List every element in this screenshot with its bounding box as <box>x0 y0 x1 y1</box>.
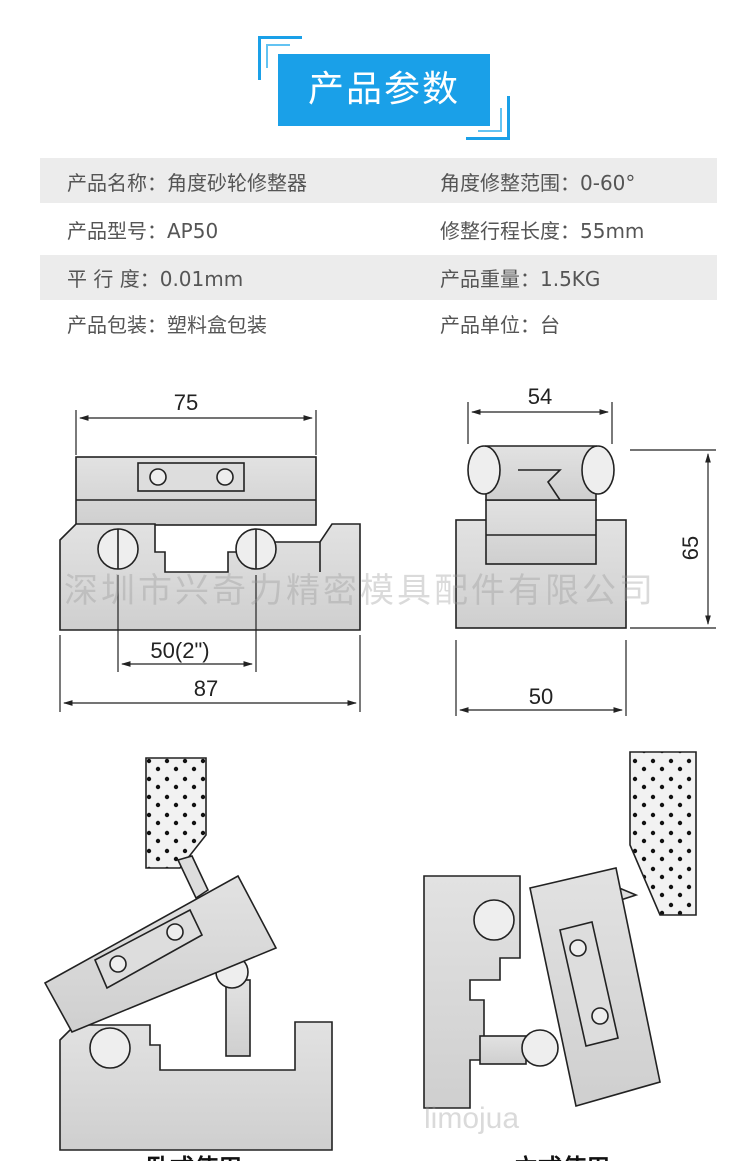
caption-horizontal-usage: 卧式使用 <box>146 1148 242 1161</box>
spec-parallelism: 平 行 度：0.01mm <box>67 267 244 291</box>
title-corner-decoration <box>258 36 302 80</box>
spec-row: 产品型号：AP50 修整行程长度：55mm <box>40 203 717 255</box>
spec-angle-range: 角度修整范围：0-60° <box>440 171 636 195</box>
dim-side-height: 65 <box>678 536 703 560</box>
spec-packaging: 产品包装：塑料盒包装 <box>67 313 267 337</box>
spec-row: 产品包装：塑料盒包装 产品单位：台 <box>40 300 717 344</box>
dim-front-base-width: 87 <box>194 676 218 701</box>
watermark: 深圳市兴奇力精密模具配件有限公司 <box>64 571 656 611</box>
front-view-drawing <box>59 456 361 631</box>
spec-weight: 产品重量：1.5KG <box>440 267 601 291</box>
spec-row: 产品名称：角度砂轮修整器 角度修整范围：0-60° <box>40 158 717 203</box>
side-view-drawing <box>455 445 627 629</box>
watermark: limojua <box>424 1102 520 1135</box>
spec-unit: 产品单位：台 <box>440 313 560 337</box>
dim-side-base-width: 50 <box>529 684 553 709</box>
title-corner-decoration <box>478 108 502 132</box>
page-title: 产品参数 <box>278 54 490 126</box>
dim-side-top-width: 54 <box>528 384 552 409</box>
spec-row: 平 行 度：0.01mm 产品重量：1.5KG <box>40 255 717 300</box>
horizontal-usage-illustration <box>43 757 333 1151</box>
dim-pin-distance: 50(2") <box>150 638 209 663</box>
spec-product-name: 产品名称：角度砂轮修整器 <box>67 171 307 195</box>
dim-front-top-width: 75 <box>174 390 198 415</box>
title-corner-decoration <box>466 96 510 140</box>
spec-table: 产品名称：角度砂轮修整器 角度修整范围：0-60° 产品型号：AP50 修整行程… <box>40 158 717 344</box>
vertical-usage-illustration <box>423 751 697 1109</box>
section-title: 产品参数 <box>258 36 510 140</box>
title-corner-decoration <box>266 44 290 68</box>
caption-vertical-usage: 立式使用 <box>514 1148 610 1161</box>
spec-stroke-length: 修整行程长度：55mm <box>440 219 645 243</box>
spec-model: 产品型号：AP50 <box>67 219 219 243</box>
